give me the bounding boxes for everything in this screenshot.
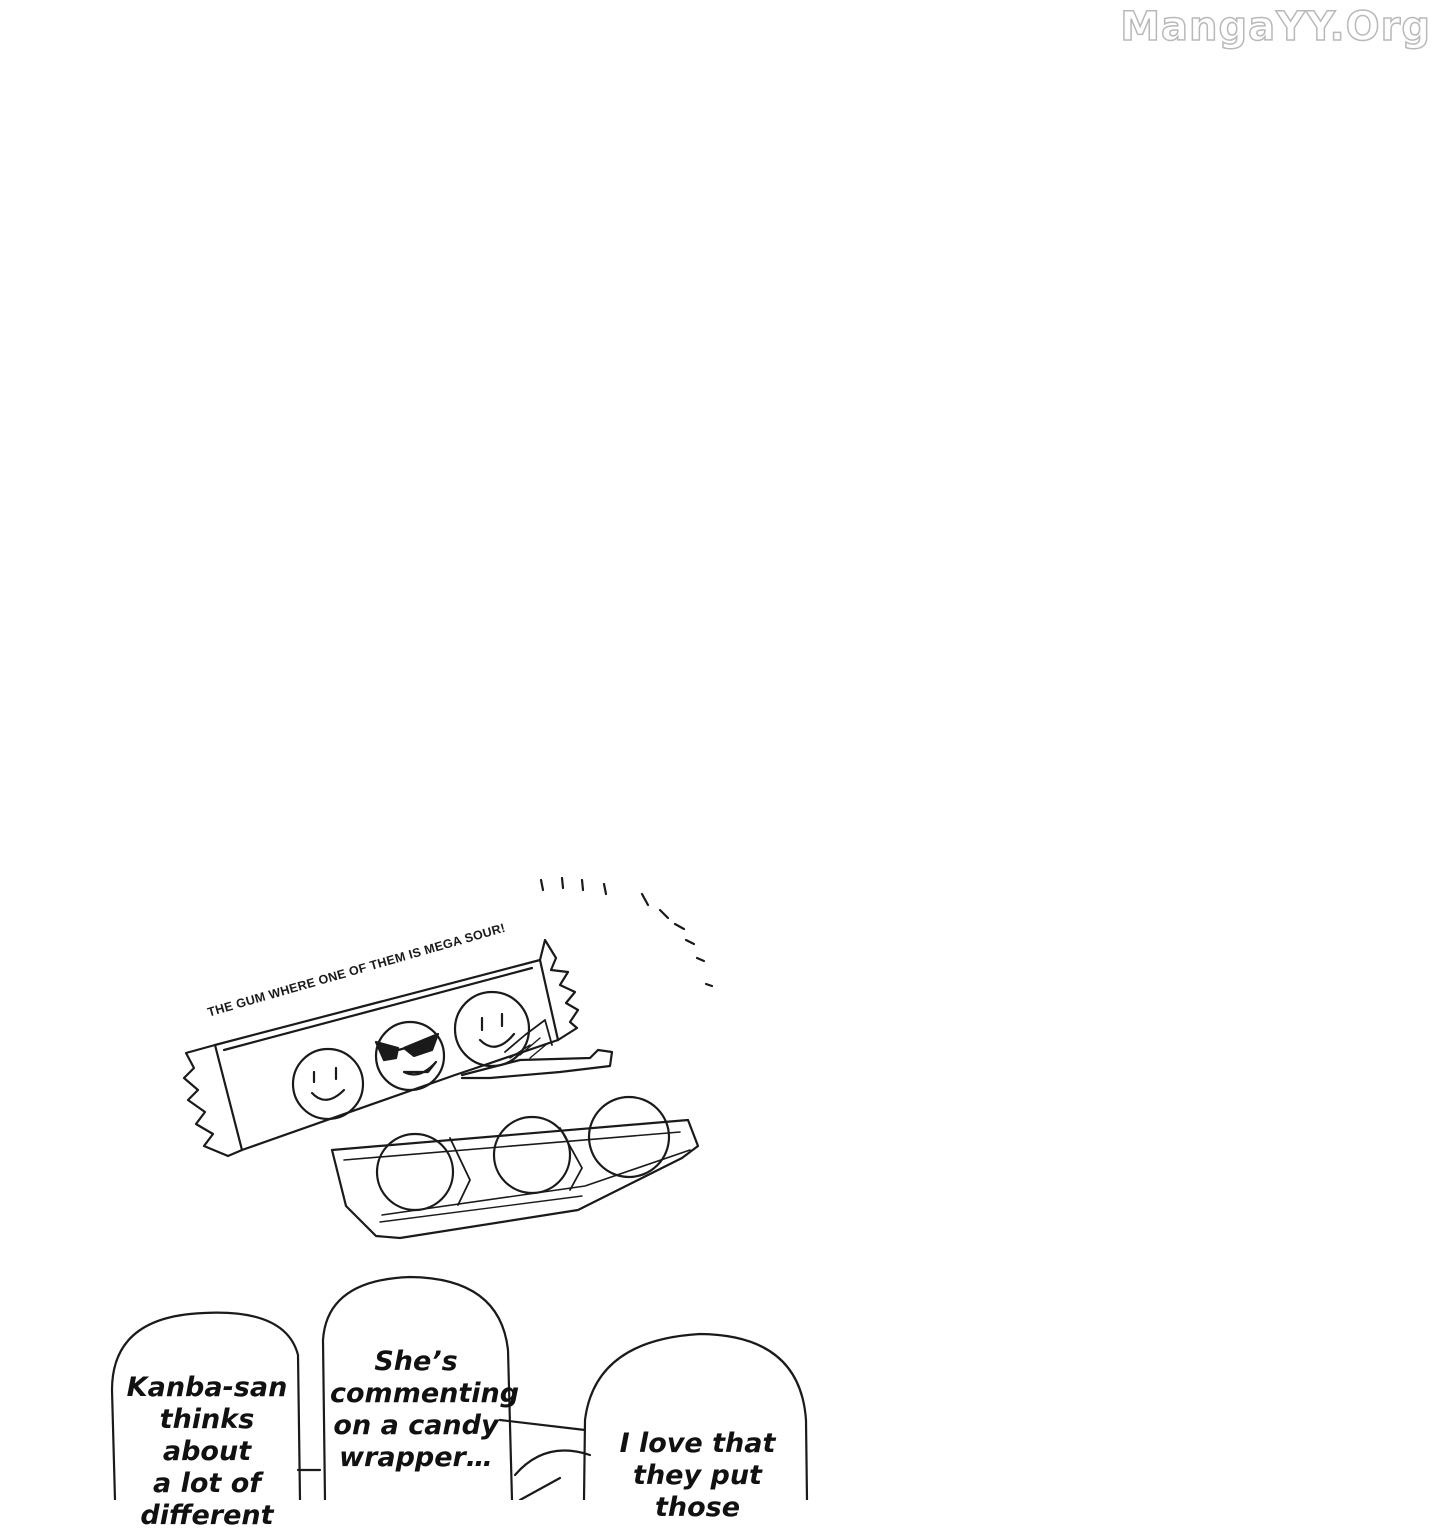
sparkle-marks <box>539 876 714 988</box>
speech-bubble-3-text: I love that they put those <box>619 1428 776 1523</box>
manga-panel-art <box>110 876 809 1500</box>
speech-bubbles <box>110 1275 809 1500</box>
gum-wrapper <box>182 938 700 1240</box>
site-watermark: MangaYY.Org <box>1119 3 1431 51</box>
speech-bubble-2-text: She’s commenting on a candy wrapper… <box>330 1346 520 1473</box>
speech-bubble-1-text: Kanba-san thinks about a lot of differen… <box>126 1372 288 1531</box>
